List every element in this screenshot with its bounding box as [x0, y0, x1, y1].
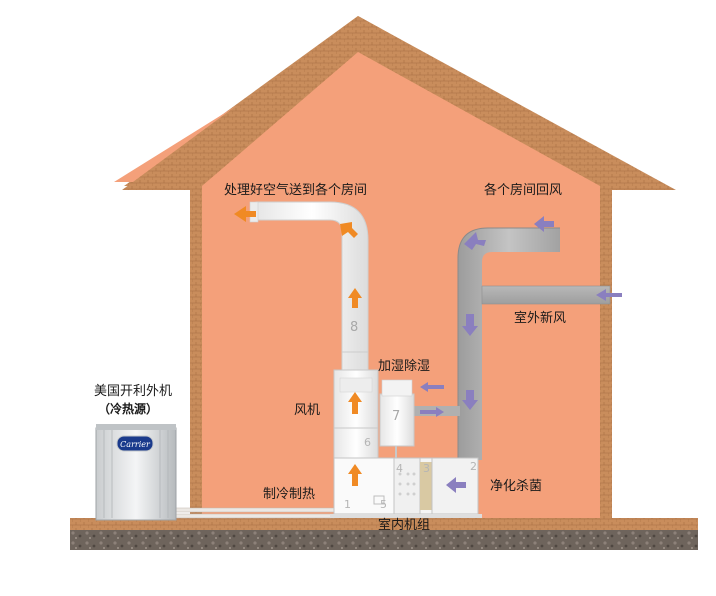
component-number-6: 6 [364, 436, 371, 449]
supply-arrow-duct [348, 288, 362, 308]
return-arrow-in [534, 216, 554, 232]
fan-label: 风机 [294, 403, 321, 418]
supply-air-label: 处理好空气送到各个房间 [224, 183, 368, 198]
supply-arrow-coil [348, 464, 362, 486]
outdoor-unit: Carrier [95, 424, 177, 521]
supply-arrows [234, 206, 362, 486]
component-number-3: 3 [423, 462, 430, 475]
humidify-label: 加湿除湿 [378, 359, 431, 374]
outdoor-unit-label: 美国开利外机 [94, 384, 173, 399]
purify-label: 净化杀菌 [490, 479, 543, 494]
supply-arrow-bend [340, 222, 358, 238]
supply-arrow-out [234, 206, 256, 222]
roof-trim [122, 16, 676, 190]
return-arrow-duct-2 [462, 390, 478, 410]
return-arrows [420, 216, 622, 493]
component-number-1: 1 [344, 498, 351, 511]
ground-gravel [70, 528, 698, 550]
attic-fill [202, 58, 590, 186]
return-arrow-duct-1 [462, 314, 478, 336]
component-number-2: 2 [470, 460, 477, 473]
supply-arrow-fan [348, 392, 362, 414]
humidify-arrow-2 [420, 407, 444, 417]
component-number-5: 5 [380, 498, 387, 511]
carrier-logo-text: Carrier [120, 440, 151, 449]
return-air-label: 各个房间回风 [484, 183, 563, 198]
ground-slab [70, 518, 698, 530]
component-number-7: 7 [392, 409, 400, 424]
left-wall [190, 186, 202, 520]
humidify-arrow [420, 382, 444, 392]
house [114, 16, 676, 520]
return-arrow-bend [464, 232, 486, 250]
filter-panel [420, 462, 432, 510]
humidifier-unit [379, 379, 415, 460]
cool-heat-label: 制冷制热 [263, 487, 316, 502]
right-wall [600, 186, 612, 520]
fresh-air-duct [481, 285, 611, 305]
fresh-air-arrow [596, 289, 622, 301]
component-number-8: 8 [350, 320, 358, 335]
indoor-unit-label: 室内机组 [378, 518, 431, 533]
carrier-logo [116, 435, 154, 452]
purify-arrow [446, 477, 466, 493]
component-number-4: 4 [396, 462, 403, 475]
fresh-air-label: 室外新风 [514, 311, 567, 326]
outdoor-unit-sublabel: （冷热源） [98, 402, 159, 416]
